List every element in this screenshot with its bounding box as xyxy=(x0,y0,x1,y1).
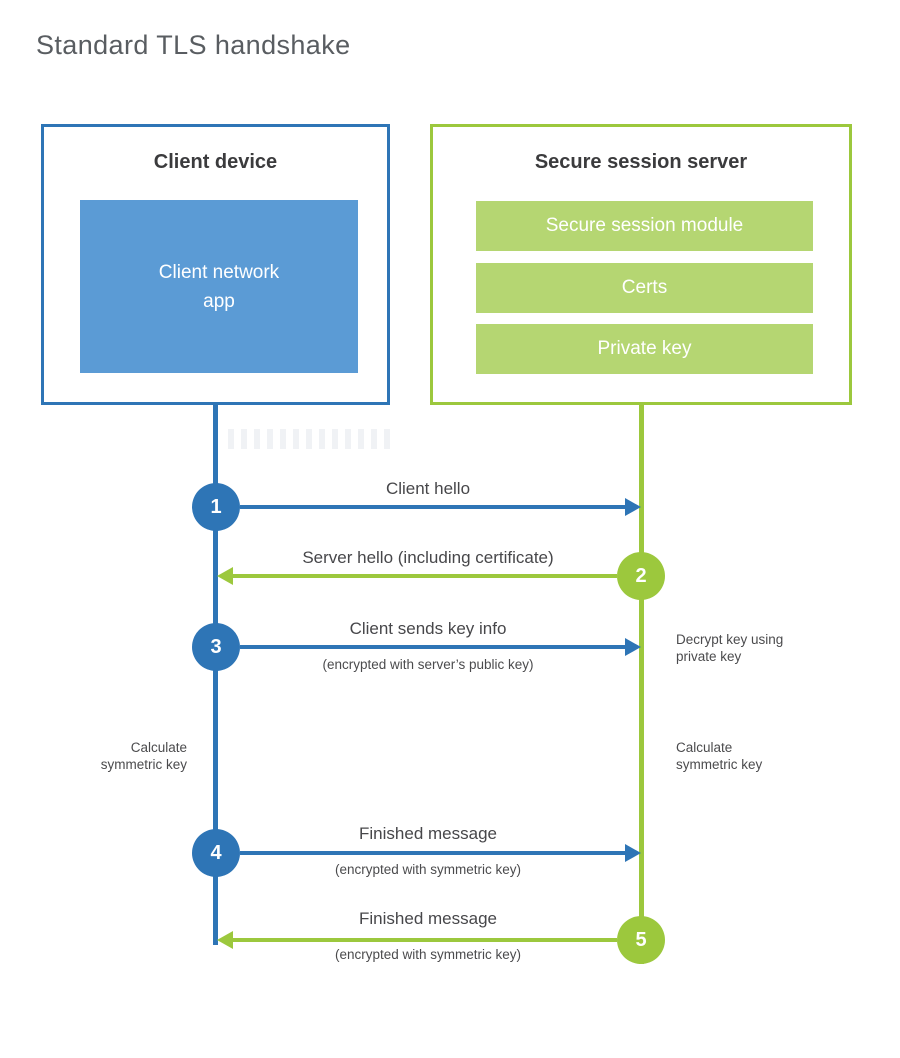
faint-artifact-dashes xyxy=(228,429,390,449)
secure-session-server-title: Secure session server xyxy=(534,151,748,173)
client-network-app-box: Client network app xyxy=(80,200,358,373)
client-device-title: Client device xyxy=(153,151,278,173)
annotation-calculate-symmetric-key-server: Calculate symmetric key xyxy=(676,740,763,772)
step-2-arrowhead-left-icon xyxy=(217,567,233,585)
step-1-badge: 1 xyxy=(192,483,240,531)
step-4-arrow-line xyxy=(240,851,626,855)
step-3-sublabel: (encrypted with server’s public key) xyxy=(322,657,534,672)
step-3-label: Client sends key info xyxy=(349,619,507,638)
step-4-sublabel: (encrypted with symmetric key) xyxy=(334,862,522,877)
step-4-badge: 4 xyxy=(192,829,240,877)
step-2-label: Server hello (including certificate) xyxy=(302,548,554,567)
annotation-calculate-symmetric-key-client: Calculate symmetric key xyxy=(100,740,187,772)
step-3-arrowhead-right-icon xyxy=(625,638,641,656)
step-5-arrow-line xyxy=(233,938,617,942)
step-4-arrowhead-right-icon xyxy=(625,844,641,862)
page-title: Standard TLS handshake xyxy=(36,30,351,60)
annotation-decrypt-key: Decrypt key using private key xyxy=(676,632,784,664)
step-1-arrow-line xyxy=(240,505,626,509)
step-3-arrow-line xyxy=(240,645,626,649)
step-5-label: Finished message xyxy=(359,909,497,928)
step-5-arrowhead-left-icon xyxy=(217,931,233,949)
step-4-label: Finished message xyxy=(359,824,497,843)
step-1-label: Client hello xyxy=(385,479,471,498)
server-module-certs: Certs xyxy=(476,263,813,313)
client-device-box: Client device Client network app xyxy=(41,124,390,405)
secure-session-server-box: Secure session server Secure session mod… xyxy=(430,124,852,405)
step-3-badge: 3 xyxy=(192,623,240,671)
step-5-badge: 5 xyxy=(617,916,665,964)
step-2-arrow-line xyxy=(233,574,617,578)
client-lifeline xyxy=(213,405,218,945)
server-lifeline xyxy=(639,405,644,964)
step-2-badge: 2 xyxy=(617,552,665,600)
server-module-secure-session-module: Secure session module xyxy=(476,201,813,251)
server-module-private-key: Private key xyxy=(476,324,813,374)
step-5-sublabel: (encrypted with symmetric key) xyxy=(334,947,522,962)
client-network-app-label: Client network app xyxy=(158,261,280,312)
step-1-arrowhead-right-icon xyxy=(625,498,641,516)
